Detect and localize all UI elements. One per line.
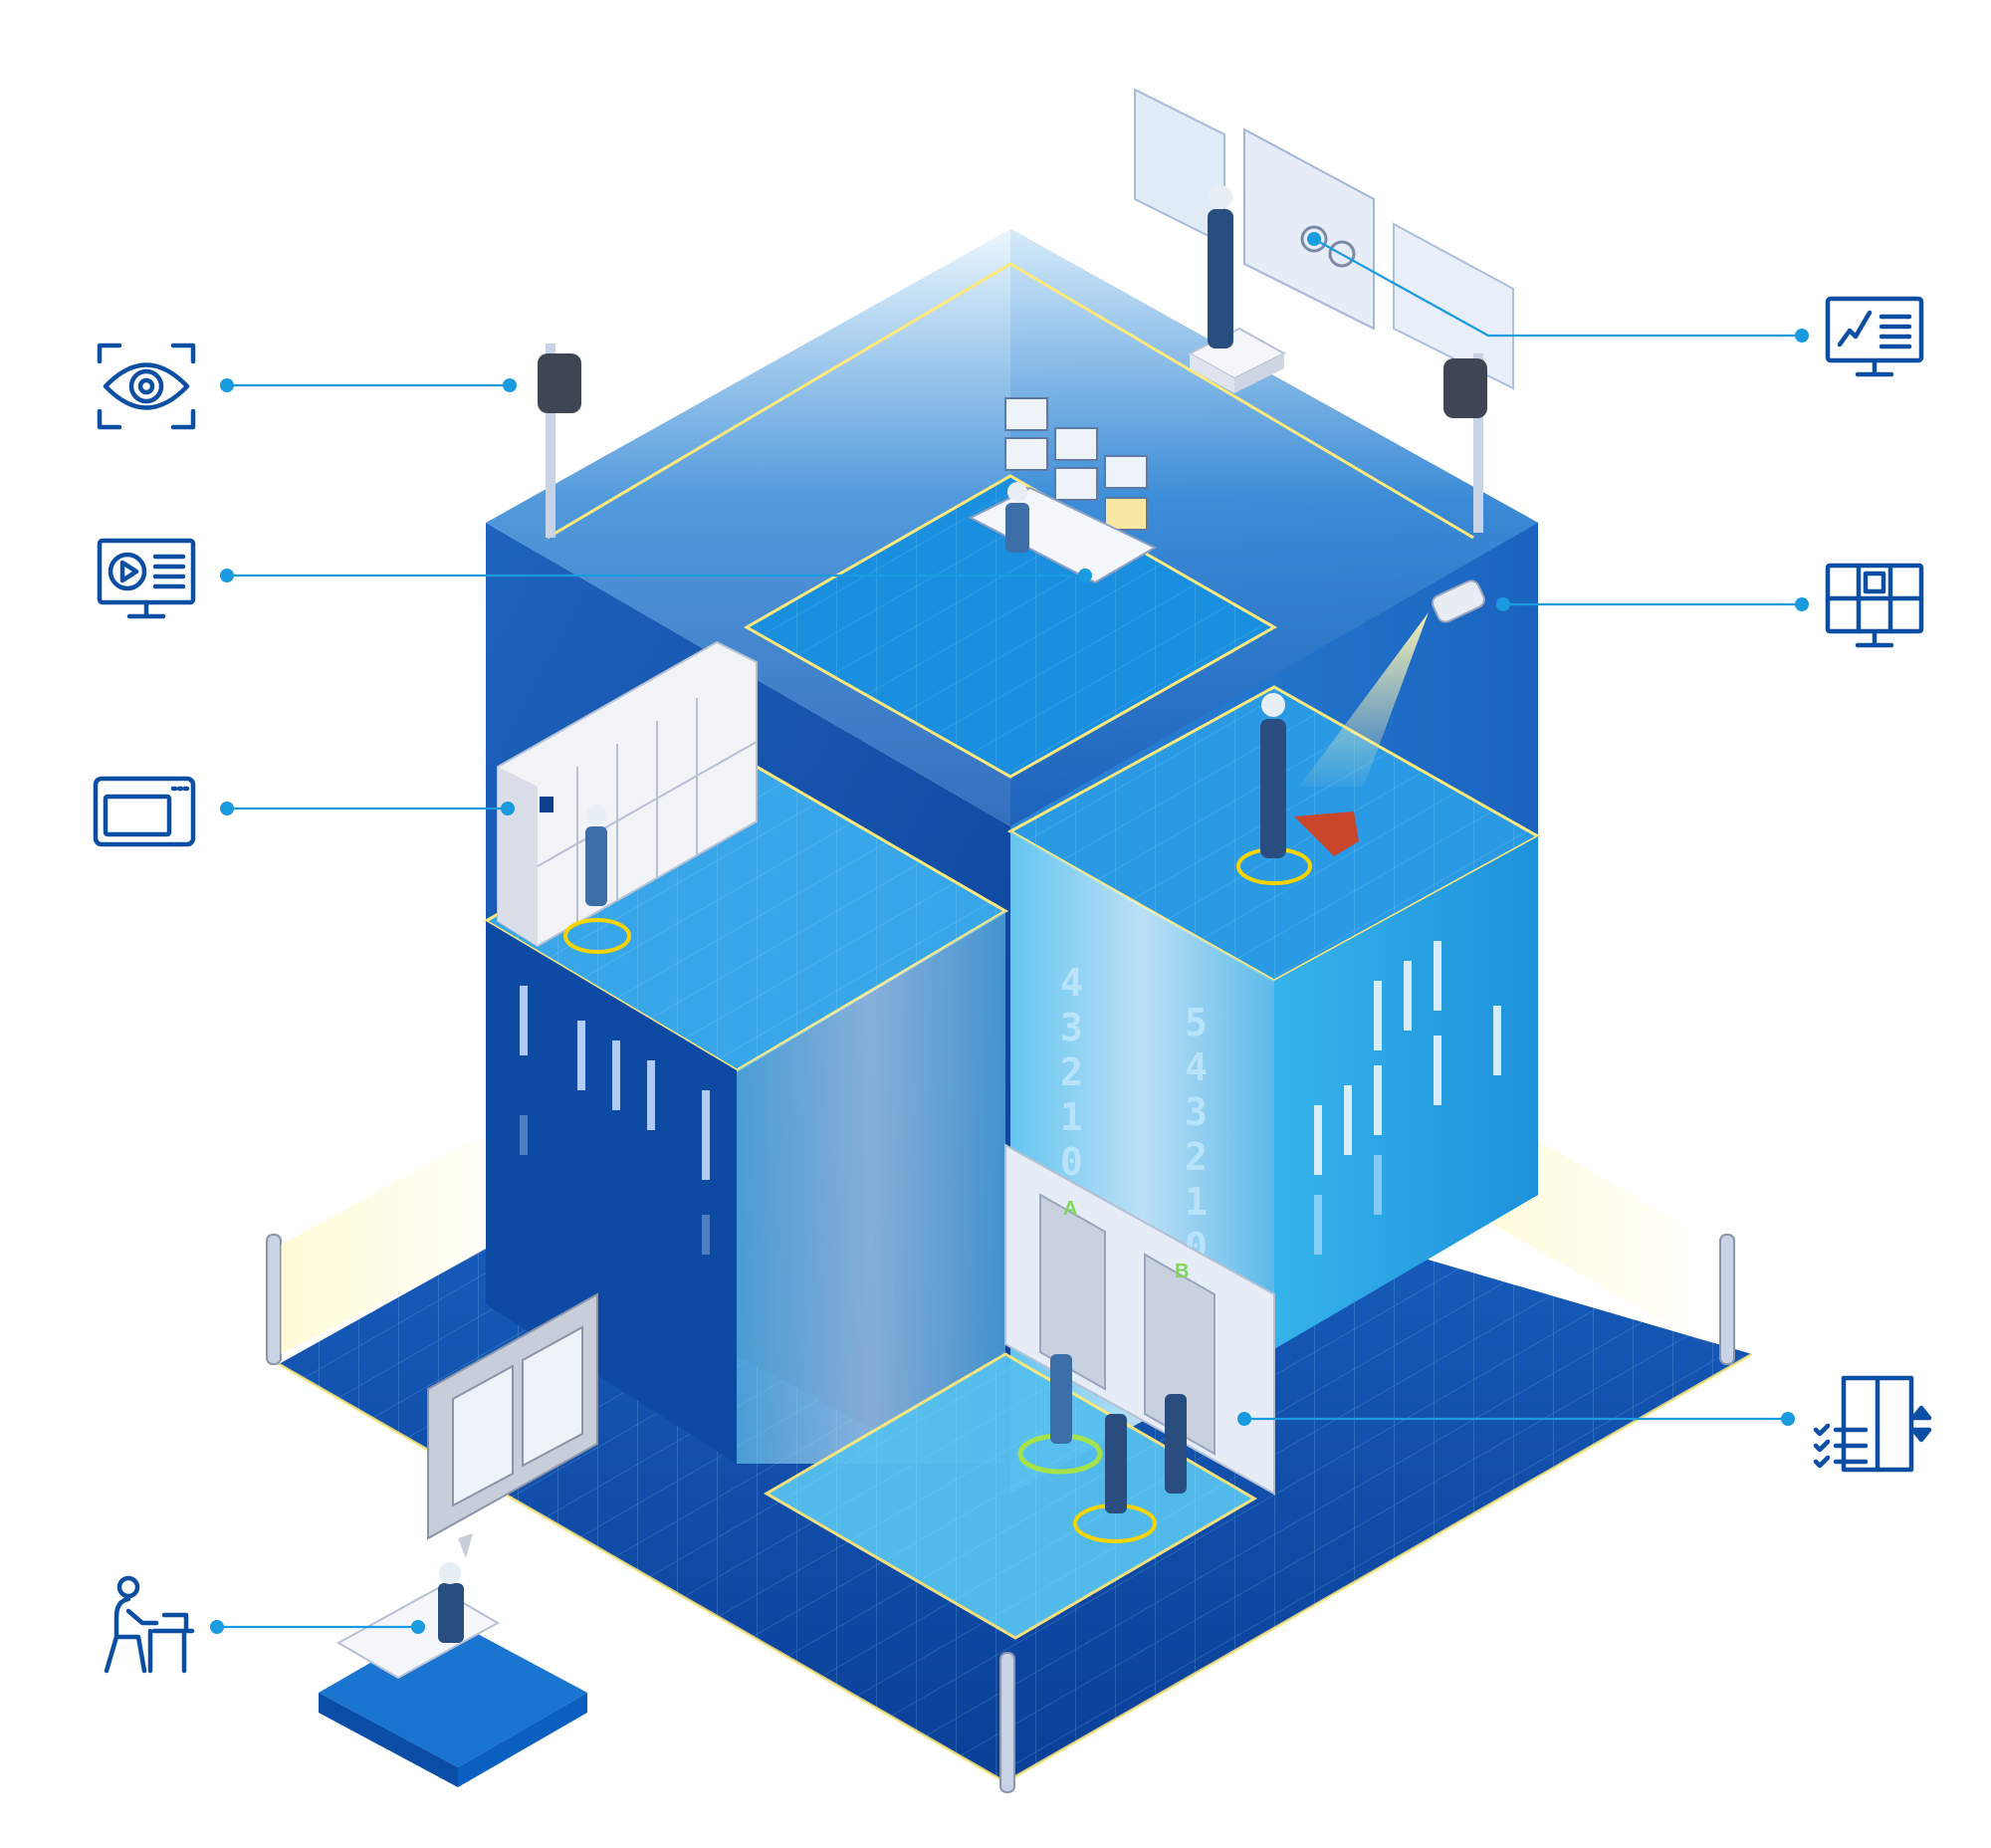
callout-eye xyxy=(220,378,517,392)
control-room-floor xyxy=(743,474,1278,779)
shaft-a-floor-2: 2 xyxy=(1060,1050,1083,1094)
shaft-b-floor-1: 1 xyxy=(1185,1180,1208,1224)
holographic-dashboards xyxy=(1134,88,1514,390)
windows-right-block xyxy=(1314,941,1501,1255)
callout-analytics xyxy=(1307,232,1809,343)
callout-person-at-desk xyxy=(210,1620,425,1634)
analyst-on-pedestal xyxy=(1187,185,1287,393)
video-wall-icon xyxy=(1820,550,1929,659)
person-with-bag xyxy=(1236,693,1359,885)
alert-arrow xyxy=(1294,811,1359,856)
video-monitor-icon xyxy=(92,523,201,632)
rooftop-sensor-left xyxy=(538,344,581,538)
tablet-icon xyxy=(90,757,199,866)
eye-icon xyxy=(92,332,201,441)
shaft-a-floor-0: 0 xyxy=(1060,1140,1083,1184)
perimeter-fence xyxy=(266,1115,1735,1793)
shaft-a-floor-3: 3 xyxy=(1060,1006,1083,1049)
person-at-desk-icon xyxy=(95,1571,204,1681)
control-room-monitors xyxy=(968,397,1158,584)
elevator-car-b-label: B xyxy=(1175,1261,1189,1282)
callout-video-wall xyxy=(1496,597,1809,611)
shaft-b-floor-4: 4 xyxy=(1185,1045,1208,1089)
shaft-b-floor-3: 3 xyxy=(1185,1090,1208,1134)
shaft-a-floor-4: 4 xyxy=(1060,961,1083,1005)
windows-left-block xyxy=(520,986,710,1255)
person-at-locker xyxy=(563,805,631,954)
analytics-monitor-icon xyxy=(1820,281,1929,390)
rooftop-sensor-right xyxy=(1443,353,1487,533)
signage-board xyxy=(427,1292,598,1558)
shaft-a-floor-1: 1 xyxy=(1060,1095,1083,1139)
elevator-doors: A B xyxy=(1004,1143,1275,1496)
callout-elevator xyxy=(1237,1412,1795,1426)
elevator-car-a-label: A xyxy=(1063,1198,1077,1220)
lobby-floor xyxy=(764,1352,1257,1640)
shaft-b-floor-2: 2 xyxy=(1185,1135,1208,1179)
shaft-b-floor-5: 5 xyxy=(1185,1001,1208,1044)
callout-tablet xyxy=(220,802,515,815)
security-camera xyxy=(1299,579,1485,787)
callout-video-monitor xyxy=(220,569,1092,582)
elevator-checklist-icon xyxy=(1810,1368,1932,1478)
lounge-module xyxy=(319,1562,587,1787)
elevator-shafts: 4 3 2 1 0 5 4 3 2 1 0 xyxy=(1060,961,1208,1269)
